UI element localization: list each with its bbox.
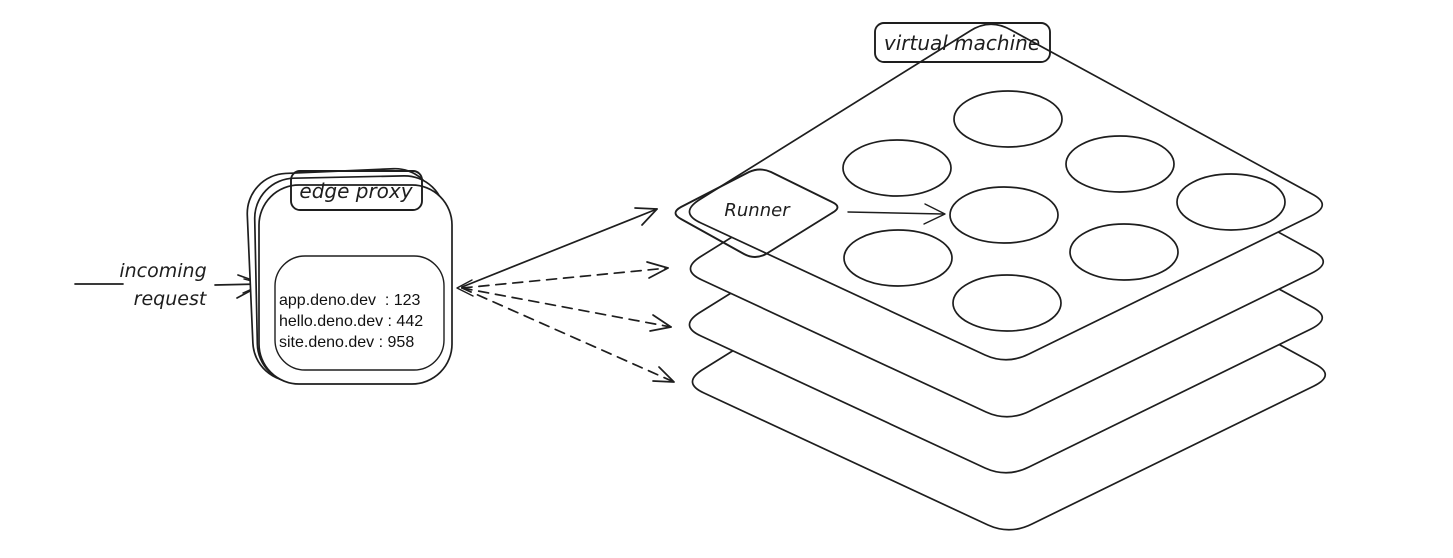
arrow-dashed-3 xyxy=(461,287,675,383)
edge-proxy-label: edge proxy xyxy=(299,179,413,203)
vm-slot-busy-3 xyxy=(843,229,953,287)
vm-slot-free-3 xyxy=(1065,135,1175,193)
vm-slot-busy-5 xyxy=(952,274,1062,332)
arrow-return-arrowhead xyxy=(456,279,474,297)
vm-plate-1 xyxy=(688,23,1324,361)
runner-diamond xyxy=(674,168,839,258)
arrow-solid-arrowhead xyxy=(634,207,658,226)
proxy-to-vm-arrows xyxy=(456,207,675,383)
vm-label: virtual machine xyxy=(884,31,1040,55)
arrow-dashed-2 xyxy=(461,287,672,328)
incoming-request-annotation: incoming request xyxy=(74,260,264,310)
runner-arrow-shaft xyxy=(847,211,944,215)
runner-label: Runner xyxy=(724,200,791,221)
runner-group: Runner xyxy=(674,168,946,258)
vm-label-group: virtual machine xyxy=(874,22,1051,63)
routing-table: app.deno.dev : 123 hello.deno.dev : 442 … xyxy=(279,292,423,351)
vm-slot-grid xyxy=(842,90,1286,332)
route-entry-3: site.deno.dev : 958 xyxy=(279,334,414,351)
edge-proxy-group: app.deno.dev : 123 hello.deno.dev : 442 … xyxy=(246,167,453,385)
vm-slot-busy-4 xyxy=(1069,223,1179,281)
vm-slot-free-1 xyxy=(953,90,1063,148)
routing-table-box xyxy=(274,255,445,371)
incoming-request-label-line2: request xyxy=(134,288,208,310)
route-entry-2: hello.deno.dev : 442 xyxy=(279,313,423,330)
arrow-dashed-3-arrowhead xyxy=(652,366,675,383)
vm-slot-busy-1 xyxy=(949,186,1059,244)
runner-arrowhead xyxy=(923,203,946,225)
incoming-request-label-line1: incoming xyxy=(119,260,206,282)
arrow-dashed-1-arrowhead xyxy=(646,261,669,279)
vm-slot-busy-2 xyxy=(1176,173,1286,231)
arrow-dashed-1 xyxy=(461,267,669,289)
arrow-solid-to-runner xyxy=(461,208,658,288)
vm-label-box xyxy=(874,22,1051,63)
route-entry-1: app.deno.dev : 123 xyxy=(279,292,421,309)
arrow-dashed-2-arrowhead xyxy=(649,314,672,332)
edge-proxy-label-box xyxy=(290,170,423,211)
vm-slot-free-2 xyxy=(842,139,952,197)
vm-plate-stack xyxy=(688,23,1327,531)
